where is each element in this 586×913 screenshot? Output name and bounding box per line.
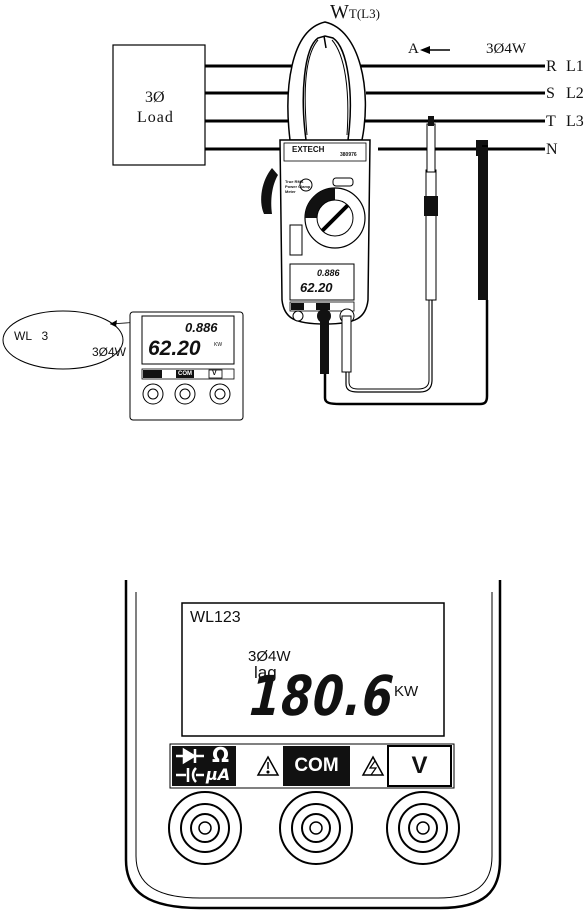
white-test-lead bbox=[341, 116, 438, 393]
meter-lcd-top: 0.886 bbox=[317, 268, 340, 278]
current-arrow bbox=[420, 46, 450, 54]
input-jacks bbox=[168, 791, 460, 865]
current-label: A bbox=[408, 41, 419, 57]
load-label-phase: 3Ø bbox=[145, 89, 165, 106]
clamp-meter-body bbox=[279, 139, 371, 325]
omega-symbol: Ω bbox=[212, 743, 230, 767]
wt-label: WT(L3) bbox=[330, 2, 380, 22]
system-label: 3Ø4W bbox=[486, 41, 526, 57]
micro-amp-label: μA bbox=[206, 765, 231, 784]
black-test-lead bbox=[320, 140, 489, 406]
callout-unit: KW bbox=[214, 342, 223, 348]
callout-lcd-top: 0.886 bbox=[185, 320, 218, 335]
callout-v: V bbox=[212, 370, 217, 377]
meter-desc-2: Power Clamp bbox=[285, 184, 311, 189]
lcd-system-label: 3Ø4W bbox=[248, 648, 291, 665]
wt-main: W bbox=[330, 1, 349, 23]
lcd-reading: 180.6 bbox=[247, 665, 397, 729]
callout-com: COM bbox=[178, 371, 192, 377]
clamp-trigger bbox=[261, 168, 278, 214]
callout bbox=[2, 310, 244, 421]
lcd-unit: KW bbox=[394, 683, 419, 700]
meter-model: 380976 bbox=[340, 152, 357, 158]
callout-wl: WL 3 bbox=[14, 329, 49, 343]
meter-brand: EXTECH bbox=[292, 145, 325, 154]
meter-desc-3: Meter bbox=[285, 189, 296, 194]
wt-subscript: T(L3) bbox=[348, 6, 380, 21]
wiring-diagram bbox=[2, 21, 545, 421]
callout-system: 3Ø4W bbox=[92, 345, 127, 359]
line-s-code: L2 bbox=[566, 85, 584, 102]
v-label: V bbox=[411, 752, 428, 779]
line-t-name: T bbox=[546, 113, 556, 130]
line-t-code: L3 bbox=[566, 113, 584, 130]
com-label: COM bbox=[294, 755, 339, 776]
line-s-name: S bbox=[546, 85, 555, 102]
line-r-code: L1 bbox=[566, 58, 584, 75]
load-box bbox=[112, 44, 206, 166]
v-button[interactable]: V bbox=[388, 746, 451, 786]
lcd-lag-label: lag bbox=[254, 663, 277, 682]
lcd-wl-label: WL123 bbox=[190, 609, 241, 626]
meter-lcd-main: 62.20 bbox=[300, 280, 333, 295]
com-button[interactable]: COM bbox=[283, 746, 350, 786]
phase-lines bbox=[205, 64, 545, 151]
callout-lcd-main: 62.20 bbox=[148, 337, 201, 360]
load-label-text: Load bbox=[137, 109, 174, 126]
clamp-jaws bbox=[287, 21, 367, 141]
line-r-name: R bbox=[546, 58, 557, 75]
line-n-name: N bbox=[546, 141, 558, 158]
meter-desc-1: True RMS bbox=[285, 179, 304, 184]
